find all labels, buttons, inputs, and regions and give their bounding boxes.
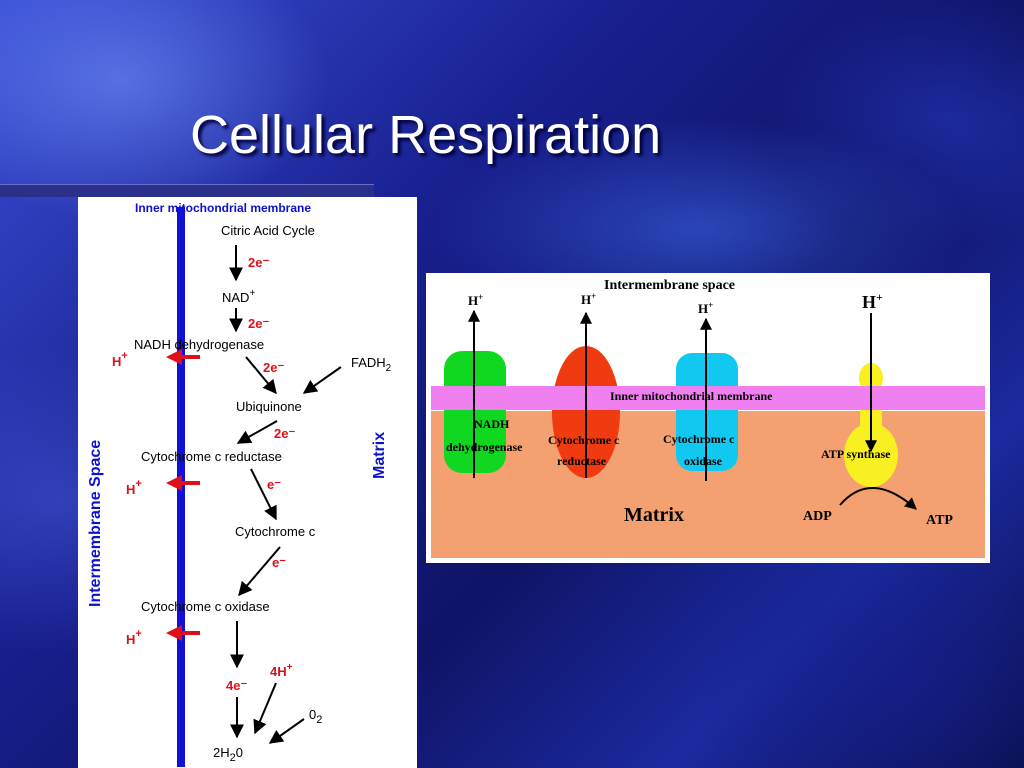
membrane-cross-section-diagram: Intermembrane space Inner mitochondrial …	[426, 273, 990, 563]
oxygen-label: 02	[309, 707, 322, 726]
electron-label-7: 4e⁻	[226, 678, 247, 693]
atp-label: ATP	[926, 513, 953, 528]
cytochrome-c-label: Cytochrome c	[235, 524, 316, 539]
svg-text:H+: H+	[126, 628, 142, 647]
proton-label-1: H+	[468, 292, 483, 308]
electron-label-1: 2e⁻	[248, 255, 269, 270]
proton-label-4h: 4H+	[270, 662, 293, 679]
arrow-fadh-to-ubiquinone	[302, 366, 342, 394]
cytochrome-c-reductase-label: Cytochrome c reductase	[141, 449, 282, 464]
fadh2-label: FADH2	[351, 355, 392, 374]
cytochrome-c-reductase-label-2: reductase	[557, 454, 607, 468]
adp-label: ADP	[803, 509, 832, 524]
cytochrome-c-oxidase-label-2: oxidase	[684, 454, 723, 468]
proton-label-atp-synthase: H+	[862, 290, 883, 312]
electron-label-6: e⁻	[272, 555, 286, 570]
proton-label-3: H+	[698, 300, 713, 316]
proton-pump-2: H+	[126, 475, 200, 497]
nadh-dehydrogenase-label-1: NADH	[474, 417, 510, 431]
cytochrome-c-reductase-label-1: Cytochrome c	[548, 433, 620, 447]
nadh-dehydrogenase-label: NADH dehydrogenase	[134, 337, 264, 352]
membrane-label: Inner mitochondrial membrane	[135, 201, 311, 215]
svg-text:H+: H+	[126, 478, 142, 497]
title-underline	[0, 184, 374, 197]
proton-pump-1: H+	[112, 349, 200, 369]
slide-title: Cellular Respiration	[190, 105, 662, 165]
arrow-reductase-to-cytc	[250, 468, 277, 521]
arrow-nadh-to-ubiquinone	[245, 356, 277, 395]
cytochrome-c-oxidase-label: Cytochrome c oxidase	[141, 599, 270, 614]
citric-acid-cycle-label: Citric Acid Cycle	[221, 223, 315, 238]
inner-membrane-band	[431, 386, 985, 410]
proton-label-2: H+	[581, 291, 596, 307]
matrix-label: Matrix	[371, 432, 388, 479]
electron-label-5: e⁻	[267, 477, 281, 492]
water-label: 2H20	[213, 745, 243, 764]
arrow-cytc-to-oxidase	[238, 546, 281, 597]
matrix-label: Matrix	[624, 504, 684, 526]
arrow-ubiquinone-to-reductase	[236, 420, 278, 444]
nad-label: NAD+	[222, 288, 255, 305]
electron-label-3: 2e⁻	[263, 360, 284, 375]
adp-to-atp-arrow	[839, 487, 917, 510]
ubiquinone-label: Ubiquinone	[236, 399, 302, 414]
nadh-dehydrogenase-label-2: dehydrogenase	[446, 440, 523, 454]
inner-membrane-label: Inner mitochondrial membrane	[610, 389, 773, 403]
electron-label-2: 2e⁻	[248, 316, 269, 331]
atp-synthase-label: ATP synthase	[821, 447, 891, 461]
svg-text:H+: H+	[112, 350, 128, 369]
intermembrane-space-label: Intermembrane space	[604, 278, 735, 293]
cytochrome-c-oxidase-label-1: Cytochrome c	[663, 432, 735, 446]
electron-transport-chain-diagram: Inner mitochondrial membrane Intermembra…	[78, 197, 417, 768]
arrow-o2-to-water	[268, 718, 305, 744]
intermembrane-space-label: Intermembrane Space	[87, 440, 104, 607]
arrow-4h-to-water	[253, 682, 277, 735]
electron-label-4: 2e⁻	[274, 426, 295, 441]
proton-pump-3: H+	[126, 625, 200, 647]
